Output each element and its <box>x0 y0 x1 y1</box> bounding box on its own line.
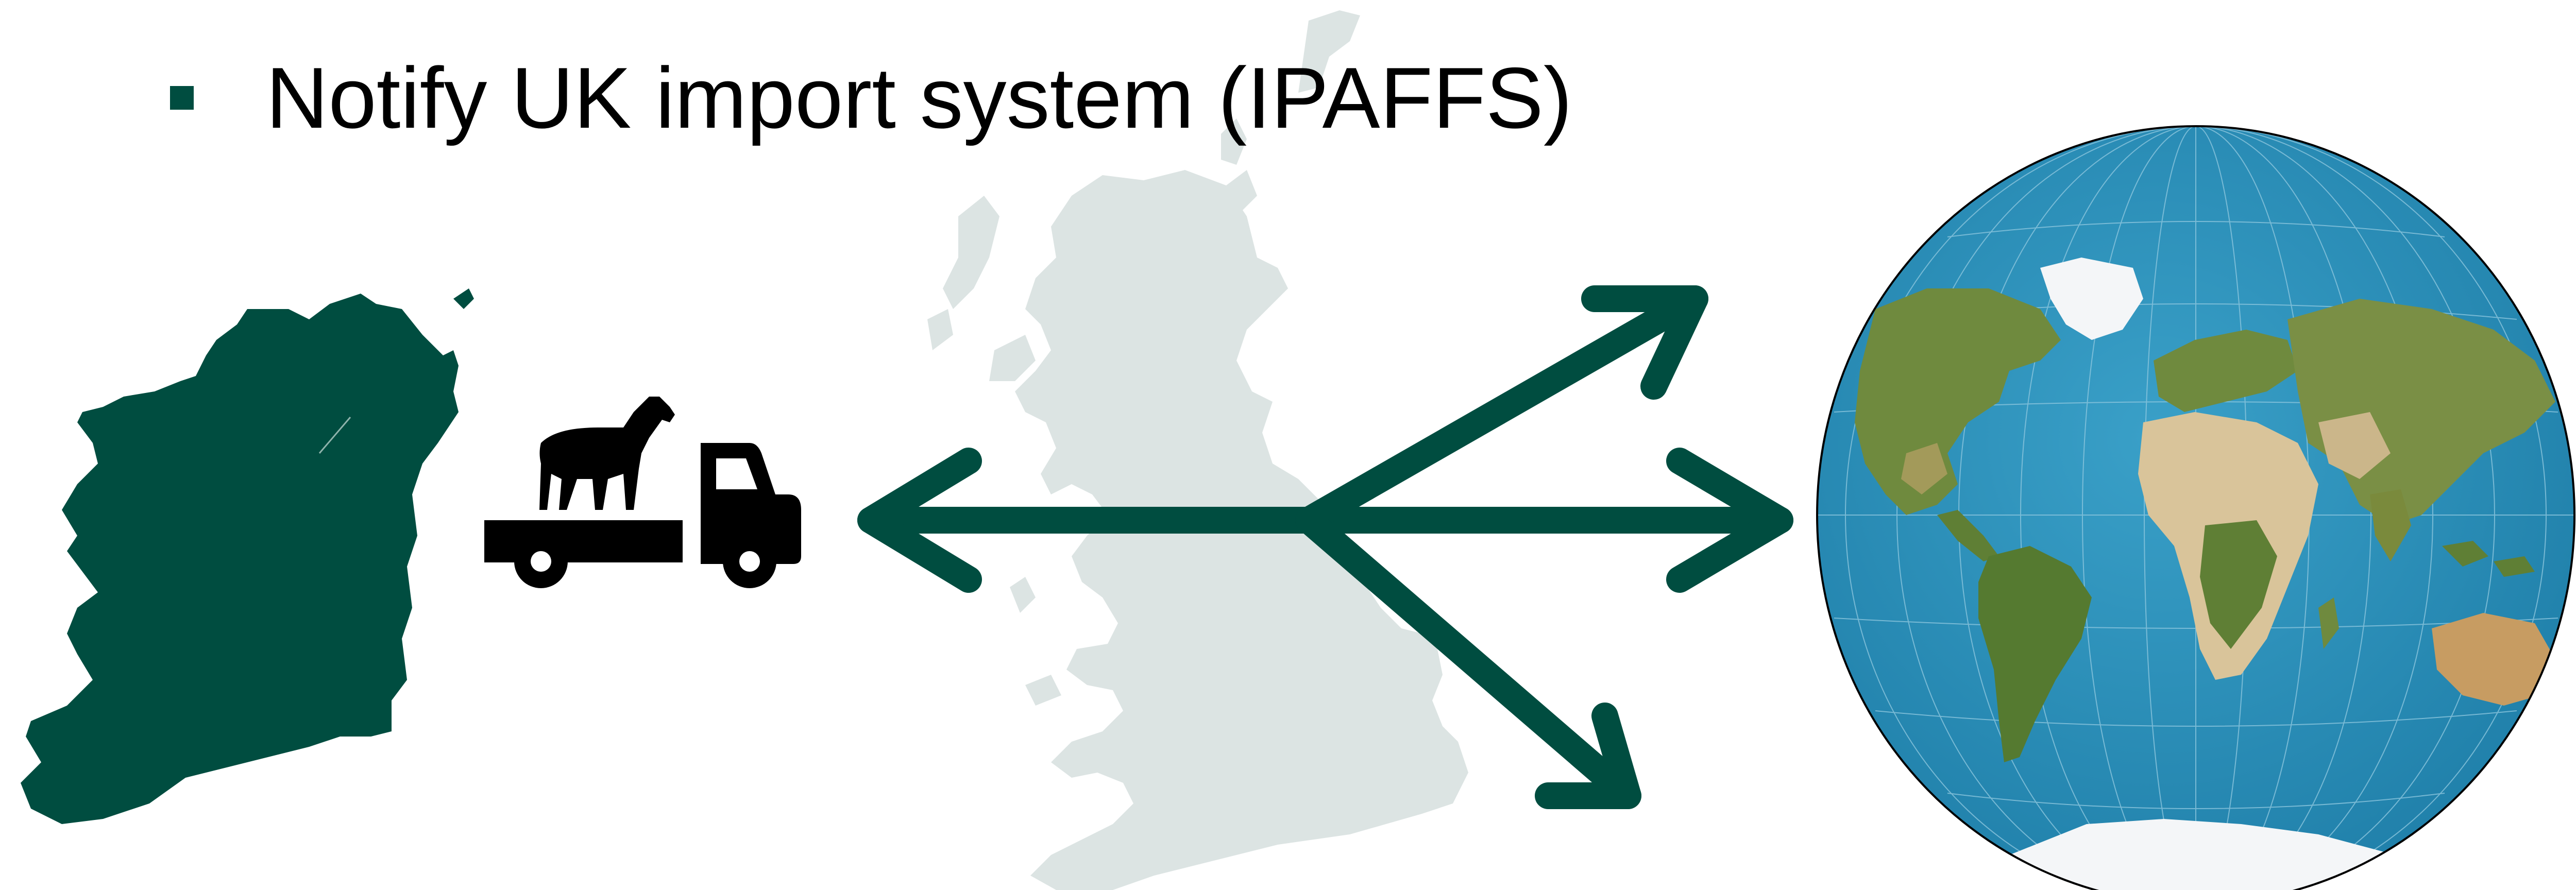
bullet-item: Notify UK import system (IPAFFS) <box>170 41 1572 155</box>
bullet-marker <box>170 86 194 110</box>
bullet-text: Notify UK import system (IPAFFS) <box>266 49 1572 146</box>
